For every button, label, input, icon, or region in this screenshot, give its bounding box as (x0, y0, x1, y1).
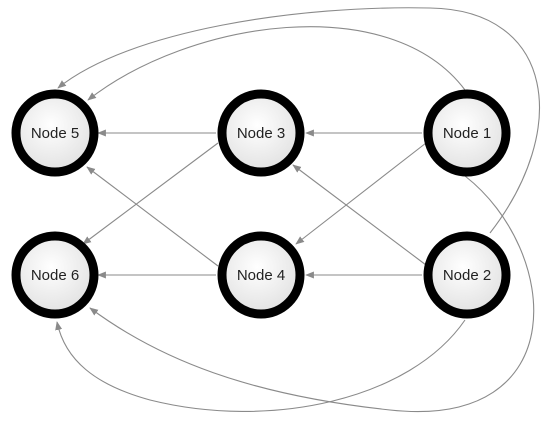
edge-node4-node5 (86, 166, 219, 267)
node-2-label: Node 2 (443, 267, 491, 284)
edge-layer (55, 7, 540, 413)
node-5[interactable]: Node 5 (11, 89, 99, 177)
node-5-label: Node 5 (31, 125, 79, 142)
edge-node1-node6 (89, 175, 535, 413)
edge-node1-node5 (87, 26, 466, 101)
node-6-label: Node 6 (31, 267, 79, 284)
node-layer: Node 5 Node 3 Node 1 Node 6 Node 4 Node … (11, 89, 511, 319)
node-3[interactable]: Node 3 (217, 89, 305, 177)
node-1-label: Node 1 (443, 125, 491, 142)
edge-node2-node5 (57, 7, 540, 234)
edge-node1-node4 (295, 142, 427, 245)
edge-node2-node6 (55, 319, 466, 412)
node-2[interactable]: Node 2 (423, 231, 511, 319)
edge-node3-node6 (82, 142, 219, 245)
node-4[interactable]: Node 4 (217, 231, 305, 319)
node-3-label: Node 3 (237, 125, 285, 142)
edge-node2-node3 (292, 164, 427, 266)
node-6[interactable]: Node 6 (11, 231, 99, 319)
node-1[interactable]: Node 1 (423, 89, 511, 177)
node-4-label: Node 4 (237, 267, 285, 284)
